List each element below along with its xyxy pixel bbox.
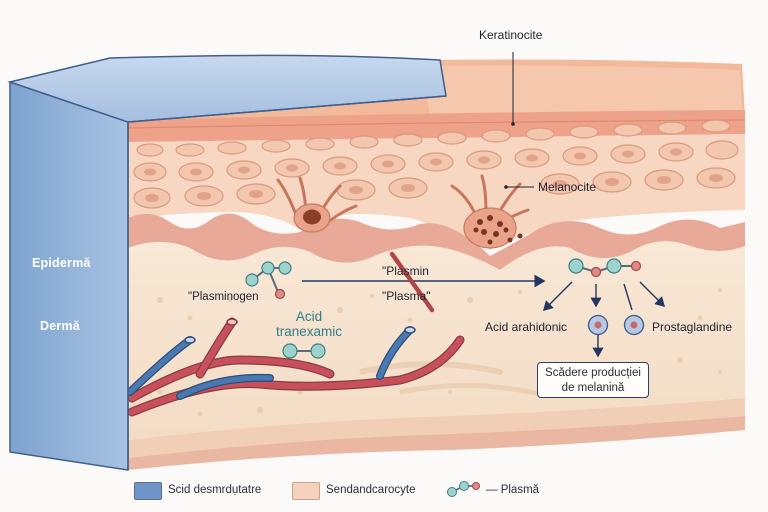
pathway-arrows <box>543 281 665 358</box>
legend-label-3: — Plasmă <box>486 484 540 496</box>
tranexamic-acid-molecule-icon <box>282 343 326 359</box>
result-box: Scădere producției de melanină <box>537 362 649 398</box>
label-acid-tranexamic-line1: Acid <box>295 309 323 324</box>
epidermis-block-top <box>7 54 447 123</box>
label-prostaglandine: Prostaglandine <box>652 320 733 334</box>
result-box-line2: de melanină <box>561 382 625 394</box>
label-acid-tranexamic: Acid tranexamic <box>276 309 342 339</box>
enzyme-icons <box>587 314 645 336</box>
label-plasmin: "Plasmin <box>382 264 429 278</box>
label-epiderma: Epidermă <box>32 256 91 270</box>
label-acid-arahidonic: Acid arahidonic <box>485 320 568 334</box>
legend-swatch-peach <box>292 482 320 500</box>
result-box-line1: Scădere producției <box>545 367 641 379</box>
legend-swatch-blue <box>134 482 162 500</box>
label-derma: Dermă <box>40 319 80 333</box>
label-acid-tranexamic-line2: tranexamic <box>276 324 343 339</box>
label-plasminogen: "Plasminogen <box>188 291 259 303</box>
plasminogen-molecule-icon <box>245 261 292 300</box>
legend-label-2: Sendandcarocyte <box>326 484 416 496</box>
label-melanocite: Melanocite <box>538 180 597 194</box>
epidermis-block-front <box>9 80 129 471</box>
basal-layer <box>128 213 745 270</box>
label-keratinocite: Keratinocite <box>479 28 543 42</box>
melanocyte-right <box>450 174 530 249</box>
arachidonic-acid-molecule-icon <box>568 258 642 278</box>
legend-label-1: Scid desmrdụtatre <box>168 484 262 496</box>
legend-molecule-icon <box>447 481 480 497</box>
inhibition-slash <box>389 251 435 313</box>
blood-vessels <box>126 317 465 417</box>
label-plasma: "Plasma" <box>382 289 431 303</box>
melanocyte-left <box>276 176 358 233</box>
